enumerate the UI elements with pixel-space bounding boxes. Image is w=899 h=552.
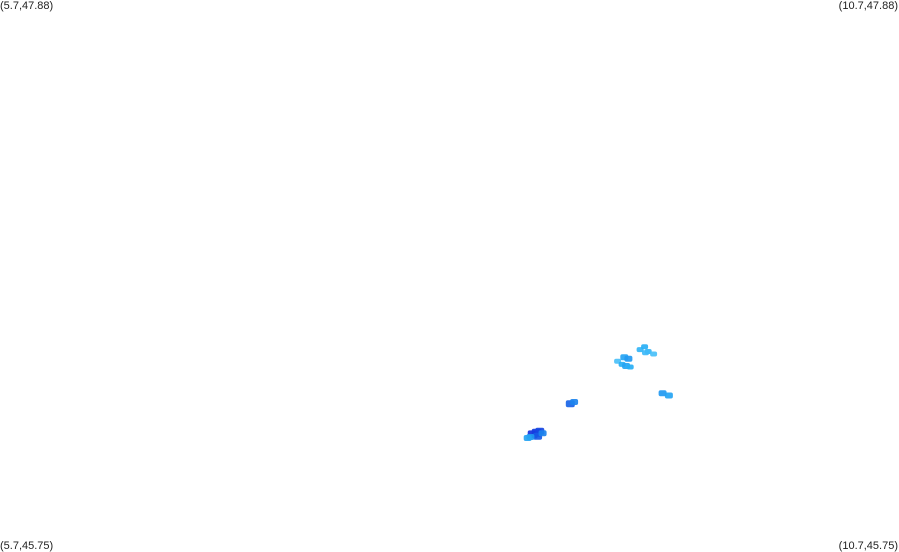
precipitation-cell [641, 344, 649, 350]
corner-label-bottom-left: (5.7,45.75) [0, 540, 54, 552]
precipitation-cell [642, 350, 649, 356]
precipitation-cell [538, 430, 547, 437]
corner-label-bottom-right: (10.7,45.75) [838, 540, 898, 552]
precipitation-cells [523, 344, 673, 441]
precipitation-cell [626, 364, 634, 370]
precipitation-cell [658, 390, 667, 397]
precipitation-cell [570, 399, 579, 405]
precipitation-cell [664, 392, 673, 399]
precipitation-cell [650, 351, 658, 357]
corner-label-top-left: (5.7,47.88) [0, 0, 54, 12]
corner-label-top-right: (10.7,47.88) [838, 0, 898, 12]
precipitation-cell [624, 355, 633, 362]
precipitation-cell [523, 435, 532, 441]
